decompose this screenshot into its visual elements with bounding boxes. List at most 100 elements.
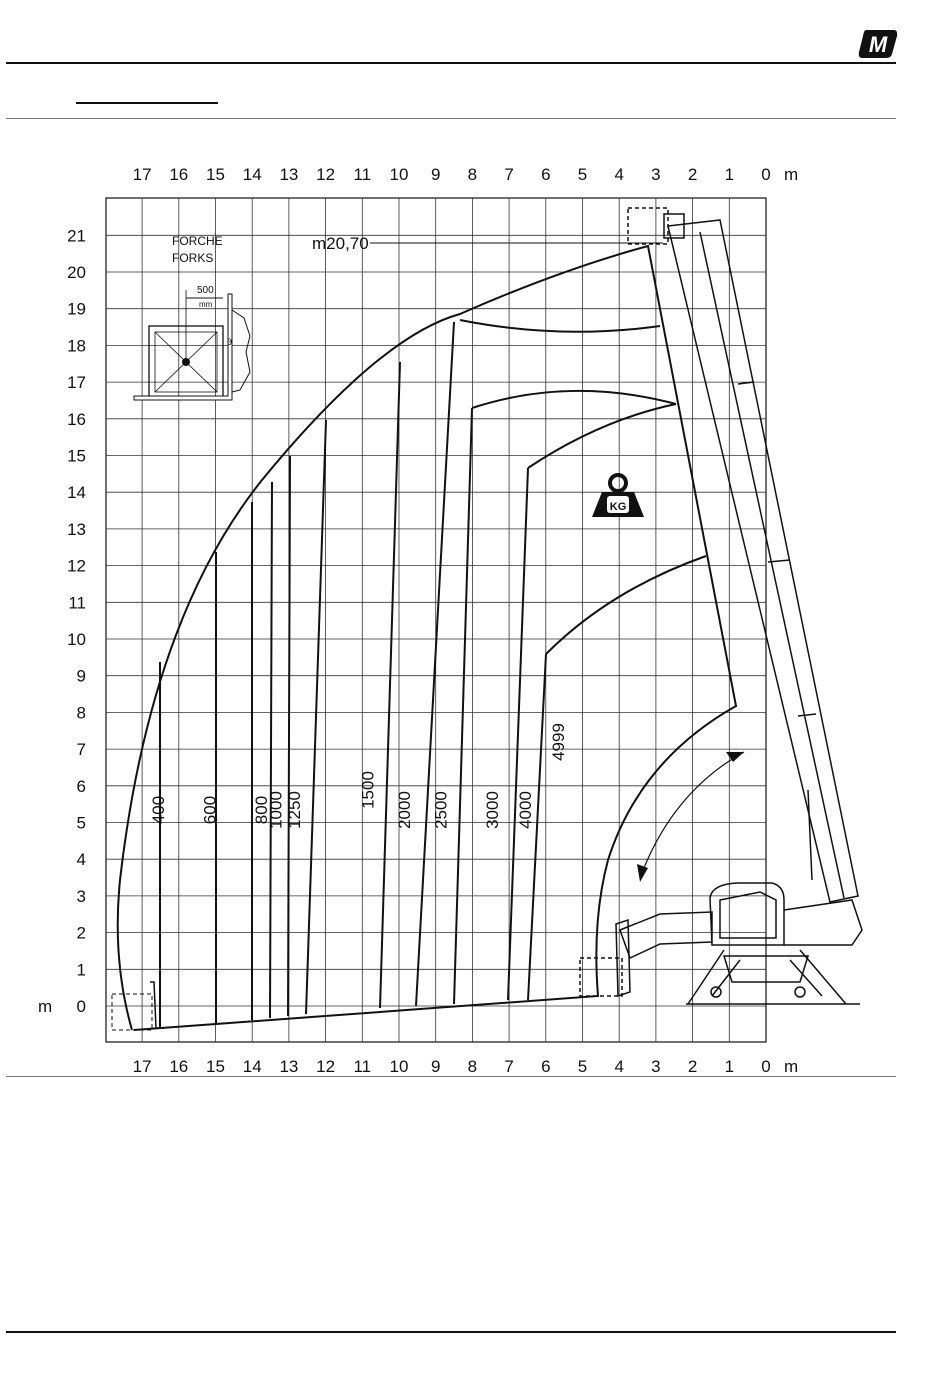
load-curve-line [416, 322, 454, 1006]
x-tick-label-bottom: 11 [353, 1057, 371, 1076]
load-curve-label: 2500 [432, 791, 451, 829]
load-curve-label: 3000 [483, 791, 502, 829]
x-tick-label-top: 14 [243, 165, 262, 184]
x-tick-label-top: 11 [353, 165, 371, 184]
y-tick-label: 4 [77, 850, 86, 869]
x-tick-label-bottom: 12 [316, 1057, 335, 1076]
top-basket [628, 208, 668, 244]
x-tick-label-top: 8 [468, 165, 477, 184]
load-curve-line [306, 420, 326, 1014]
load-curve-line [288, 456, 290, 1016]
rotation-arrow [637, 752, 744, 882]
load-curve-boundary [528, 404, 676, 468]
x-tick-label-bottom: 5 [578, 1057, 587, 1076]
x-tick-label-bottom: 14 [243, 1057, 262, 1076]
x-tick-label-top: 5 [578, 165, 587, 184]
outriggers [688, 950, 846, 1004]
x-tick-label-top: 12 [316, 165, 335, 184]
y-tick-label: 13 [67, 520, 86, 539]
y-tick-label: 3 [77, 887, 86, 906]
inset-dimension-unit: mm [199, 300, 213, 309]
load-curve-line [454, 408, 472, 1004]
x-tick-label-bottom: 4 [614, 1057, 623, 1076]
x-tick-label-top: 9 [431, 165, 440, 184]
y-tick-label: 9 [77, 667, 86, 686]
bottom-basket [580, 958, 622, 996]
inset-center-of-gravity [182, 358, 190, 366]
load-curve-label: 2000 [395, 791, 414, 829]
y-tick-label: 17 [67, 373, 86, 392]
y-tick-label: 0 [77, 997, 86, 1016]
y-tick-label: 16 [67, 410, 86, 429]
max-height-label: m20,70 [312, 234, 369, 253]
x-tick-label-top: 16 [169, 165, 188, 184]
front-arm [620, 912, 712, 958]
ground-basket [112, 994, 152, 1030]
load-curve-line [508, 468, 528, 1000]
load-curve-label: 400 [149, 796, 168, 824]
x-tick-label-top: 4 [614, 165, 623, 184]
load-curve-boundary [472, 391, 676, 408]
load-curve-label: 1000 [267, 791, 286, 829]
outer-envelope [118, 246, 736, 1030]
y-tick-label: 12 [67, 557, 86, 576]
y-tick-label: 10 [67, 630, 86, 649]
x-tick-label-bottom: 10 [390, 1057, 409, 1076]
y-tick-label: 1 [77, 960, 86, 979]
y-tick-label: 15 [67, 447, 86, 466]
x-tick-label-bottom: 0 [761, 1057, 770, 1076]
chart-grid [106, 198, 766, 1042]
y-tick-label: 7 [77, 740, 86, 759]
x-tick-label-bottom: 16 [169, 1057, 188, 1076]
y-tick-label: 14 [67, 483, 86, 502]
y-tick-label: 21 [67, 226, 86, 245]
y-tick-label: 11 [68, 593, 86, 612]
x-tick-label-top: 6 [541, 165, 550, 184]
telescopic-boom [668, 220, 858, 902]
forks-inset: FORCHE FORKS 500 mm θ [134, 234, 250, 400]
x-tick-label-bottom: 6 [541, 1057, 550, 1076]
y-tick-label: 6 [77, 777, 86, 796]
load-curve-line [270, 482, 272, 1018]
x-tick-label-top: 13 [279, 165, 298, 184]
x-tick-label-bottom: 8 [468, 1057, 477, 1076]
inset-carriage [232, 310, 250, 392]
y-tick-label: 18 [67, 336, 86, 355]
axis-labels: 1717161615151414131312121111101099887766… [38, 165, 798, 1076]
load-curve-boundary [460, 320, 660, 332]
x-tick-label-bottom: 1 [725, 1057, 734, 1076]
x-tick-label-top: 7 [504, 165, 513, 184]
machine-drawing [580, 208, 862, 1004]
load-curve-label: 4000 [516, 791, 535, 829]
x-tick-label-top: 1 [725, 165, 734, 184]
x-tick-label-bottom: 15 [206, 1057, 225, 1076]
load-curve-label: 1250 [285, 791, 304, 829]
weight-icon-label: KG [610, 501, 627, 513]
x-tick-label-top: 15 [206, 165, 225, 184]
x-tick-label-bottom: 13 [279, 1057, 298, 1076]
weight-icon: KG [592, 475, 644, 517]
x-tick-label-top: 10 [390, 165, 409, 184]
x-tick-label-top: 3 [651, 165, 660, 184]
x-tick-label-top: 0 [761, 165, 770, 184]
x-tick-label-bottom: 3 [651, 1057, 660, 1076]
x-unit-label-bottom: m [784, 1057, 798, 1076]
load-curve-line [380, 362, 400, 1008]
x-tick-label-top: 2 [688, 165, 697, 184]
x-tick-label-bottom: 9 [431, 1057, 440, 1076]
load-curve-label: 4999 [549, 723, 568, 761]
y-tick-label: 20 [67, 263, 86, 282]
y-tick-label: 5 [77, 814, 86, 833]
x-tick-label-bottom: 17 [133, 1057, 152, 1076]
x-tick-label-top: 17 [133, 165, 152, 184]
x-unit-label-top: m [784, 165, 798, 184]
load-curve-label: 600 [201, 796, 220, 824]
y-tick-label: 2 [77, 924, 86, 943]
load-curve-label: 1500 [358, 771, 377, 809]
y-tick-label: 19 [67, 300, 86, 319]
x-tick-label-bottom: 2 [688, 1057, 697, 1076]
inset-title-line2: FORKS [172, 251, 213, 265]
y-tick-label: 8 [77, 703, 86, 722]
